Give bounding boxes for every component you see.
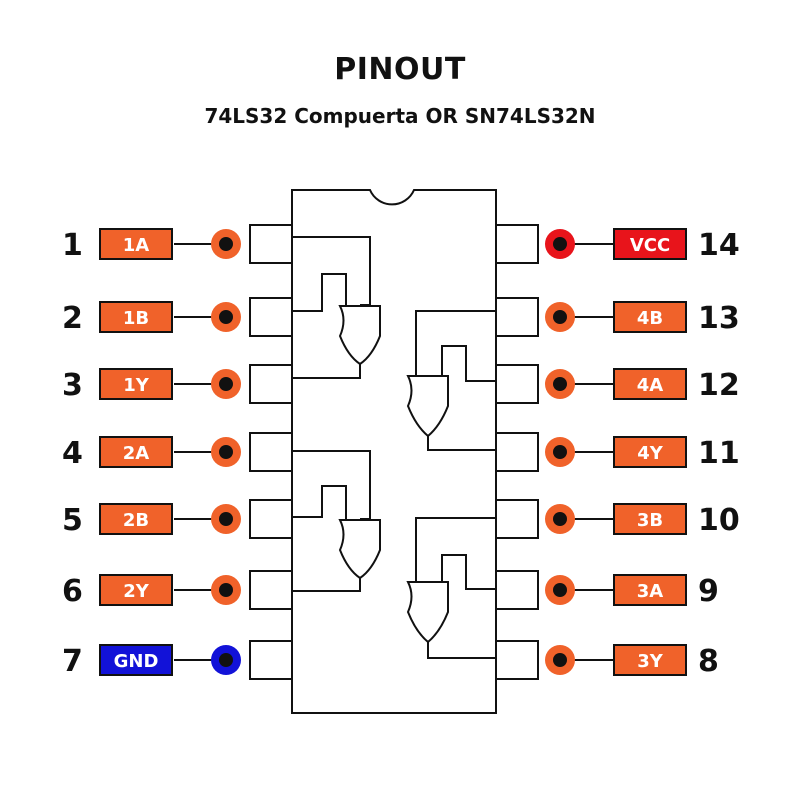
gate-2-input-b-wire — [292, 485, 347, 519]
pin-8-leg — [495, 640, 539, 680]
pin-12-leg — [495, 364, 539, 404]
pin-5-dot-center — [219, 512, 233, 526]
pin-13-label-box — [613, 301, 687, 333]
pin-5-label: 2B — [123, 510, 149, 531]
pin-8-label-box — [613, 644, 687, 676]
pin-11-dot-center — [553, 445, 567, 459]
pin-12-dot-center — [553, 377, 567, 391]
pin-8-label: 3Y — [637, 651, 664, 672]
pin-6-label-box — [99, 574, 173, 606]
gate-1-input-b-wire — [292, 273, 347, 312]
pin-3-number: 3 — [62, 368, 83, 403]
pin-3-label: 1Y — [123, 375, 150, 396]
pin-7-dot-center — [219, 653, 233, 667]
gate-3-output-wire — [427, 642, 496, 659]
gate-2-output-wire — [292, 578, 361, 592]
pin-2-label-box — [99, 301, 173, 333]
pin-3-dot-center — [219, 377, 233, 391]
gate-1-output-wire — [292, 364, 361, 379]
pin-9-label-box — [613, 574, 687, 606]
pin-1-dot-center — [219, 237, 233, 251]
pin-10-label: 3B — [637, 510, 663, 531]
pin-14-dot-center — [553, 237, 567, 251]
pin-1-leg — [249, 224, 293, 264]
pin-11-leg — [495, 432, 539, 472]
pin-10-leg — [495, 499, 539, 539]
pin-6-label: 2Y — [123, 581, 150, 602]
page-subtitle: 74LS32 Compuerta OR SN74LS32N — [204, 104, 596, 128]
gate-3-input-a-wire — [441, 554, 496, 590]
or-gate-4 — [406, 375, 449, 438]
pin-7-leg — [249, 640, 293, 680]
pin-3-leg — [249, 364, 293, 404]
pin-14-number: 14 — [698, 228, 740, 263]
pin-6-leg — [249, 570, 293, 610]
pin-1-number: 1 — [62, 228, 83, 263]
pin-14-label: VCC — [630, 235, 670, 256]
pin-7-label-box — [99, 644, 173, 676]
pin-2-leg — [249, 297, 293, 337]
page-title: PINOUT — [334, 52, 466, 87]
pin-8-dot-center — [553, 653, 567, 667]
pin-10-label-box — [613, 503, 687, 535]
pin-1-label-box — [99, 228, 173, 260]
pin-9-dot-center — [553, 583, 567, 597]
pin-5-label-box — [99, 503, 173, 535]
pin-3-label-box — [99, 368, 173, 400]
gate-4-output-wire — [427, 436, 496, 451]
pin-13-label: 4B — [637, 308, 663, 329]
pin-2-label: 1B — [123, 308, 149, 329]
pin-12-label: 4A — [637, 375, 664, 396]
pin-7-label: GND — [114, 651, 159, 672]
pin-6-dot-center — [219, 583, 233, 597]
pin-14-leg — [495, 224, 539, 264]
pin-2-dot-center — [219, 310, 233, 324]
pin-4-label-box — [99, 436, 173, 468]
internal-wiring — [292, 236, 496, 659]
pin-11-label-box — [613, 436, 687, 468]
pin-4-number: 4 — [62, 436, 83, 471]
pin-5-leg — [249, 499, 293, 539]
pin-10-number: 10 — [698, 503, 740, 538]
pin-8-number: 8 — [698, 644, 719, 679]
pin-9-leg — [495, 570, 539, 610]
pin-13-dot-center — [553, 310, 567, 324]
pin-10-dot-center — [553, 512, 567, 526]
pin-14-label-box — [613, 228, 687, 260]
pin-4-label: 2A — [123, 443, 150, 464]
pin-6-number: 6 — [62, 574, 83, 609]
or-gate-3 — [406, 581, 449, 644]
pin-5-number: 5 — [62, 503, 83, 538]
pin-12-number: 12 — [698, 368, 740, 403]
pin-11-number: 11 — [698, 436, 740, 471]
pin-4-dot-center — [219, 445, 233, 459]
pin-4-leg — [249, 432, 293, 472]
gate-4-input-a-wire — [441, 345, 496, 382]
pin-13-leg — [495, 297, 539, 337]
or-gate-2 — [338, 519, 381, 580]
pin-11-label: 4Y — [637, 443, 664, 464]
pin-9-label: 3A — [637, 581, 664, 602]
pin-1-label: 1A — [123, 235, 150, 256]
pin-12-label-box — [613, 368, 687, 400]
pin-13-number: 13 — [698, 301, 740, 336]
or-gate-1 — [338, 305, 381, 366]
pin-7-number: 7 — [62, 644, 83, 679]
pin-9-number: 9 — [698, 574, 719, 609]
pin-2-number: 2 — [62, 301, 83, 336]
